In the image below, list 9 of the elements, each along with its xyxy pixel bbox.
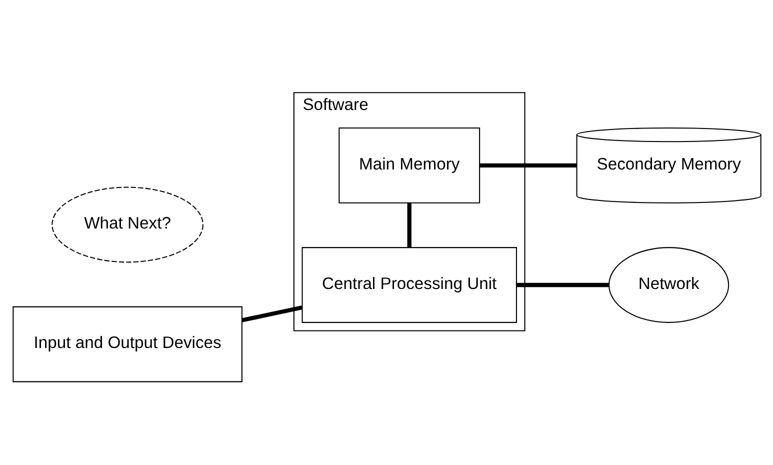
- connector: [406, 202, 411, 247]
- node-box: Input and Output Devices: [12, 306, 242, 382]
- connector: [241, 304, 302, 322]
- connector: [516, 282, 608, 287]
- node-box: Central Processing Unit: [301, 246, 516, 322]
- node-ellipse: What Next?: [51, 186, 203, 262]
- connector: [479, 162, 576, 167]
- node-box: Main Memory: [338, 126, 480, 203]
- node-ellipse: Network: [608, 246, 729, 322]
